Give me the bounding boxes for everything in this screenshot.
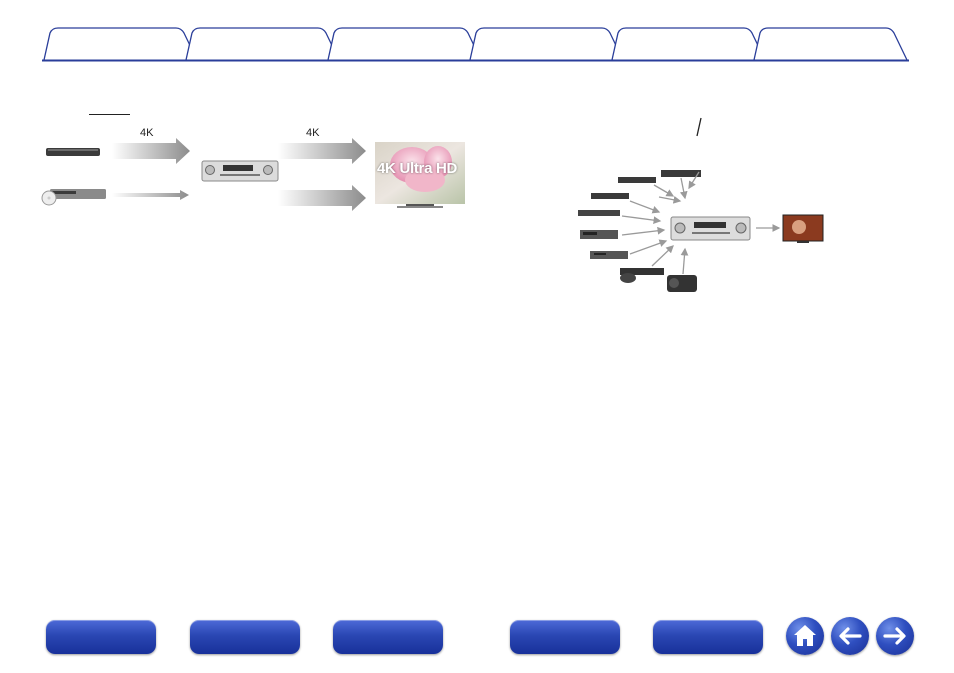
home-button[interactable] <box>786 617 824 655</box>
tab-4[interactable] <box>469 27 624 61</box>
source-bluray-1 <box>591 193 629 199</box>
source-set-top-box-2 <box>661 170 701 177</box>
source-bluray-2 <box>578 210 620 216</box>
back-button[interactable] <box>831 617 869 655</box>
source-cd-player <box>590 251 628 259</box>
forward-button[interactable] <box>876 617 914 655</box>
output-tv <box>782 214 824 243</box>
receiver-center <box>670 216 751 241</box>
source-dvd <box>580 230 618 239</box>
tab-3[interactable] <box>327 27 482 61</box>
arrow-right-icon <box>883 627 906 645</box>
tab-bar <box>42 27 909 62</box>
tab-6[interactable] <box>753 27 908 61</box>
home-icon <box>794 625 816 646</box>
tv-screen-text: 4K Ultra HD <box>377 160 458 177</box>
tab-1[interactable] <box>43 27 198 61</box>
footer-button-2[interactable] <box>190 620 300 654</box>
footer-button-1[interactable] <box>46 620 156 654</box>
source-set-top-box-1 <box>618 177 656 183</box>
underlined-term <box>89 114 130 115</box>
arrow-input-2 <box>112 190 189 200</box>
dvd-player-device <box>41 189 106 206</box>
4k-tv-device <box>375 142 465 208</box>
4k-input-label: 4K <box>140 127 154 139</box>
tab-5[interactable] <box>611 27 766 61</box>
source-game-console <box>620 268 664 283</box>
source-camcorder <box>667 275 697 292</box>
4k-output-label: 4K <box>306 127 320 139</box>
arrow-4k-output <box>278 138 366 164</box>
tab-2[interactable] <box>185 27 340 61</box>
arrow-4k-input <box>112 138 190 164</box>
arrow-left-icon <box>839 627 862 645</box>
footer-button-5[interactable] <box>653 620 763 654</box>
arrow-output-2 <box>278 185 366 211</box>
footer-button-4[interactable] <box>510 620 620 654</box>
multi-source-diagram <box>578 170 824 292</box>
bluray-player-device <box>46 148 100 156</box>
footer-button-3[interactable] <box>333 620 443 654</box>
slash-mark <box>696 117 702 137</box>
4k-passthrough-diagram <box>41 138 465 211</box>
av-receiver-device <box>201 160 279 182</box>
